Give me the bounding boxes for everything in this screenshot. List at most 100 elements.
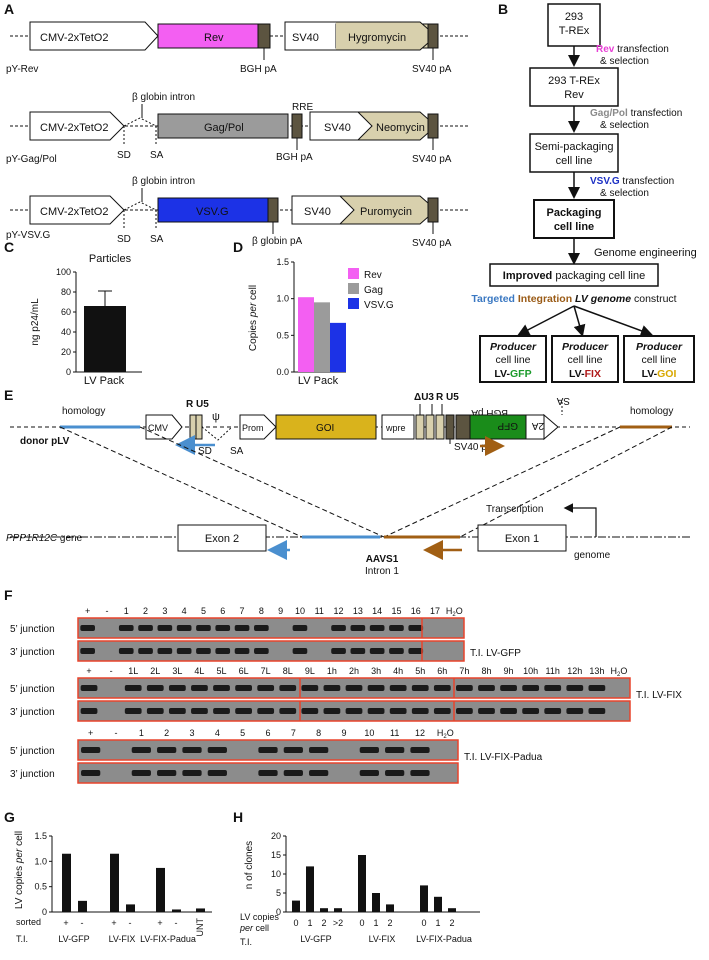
flow-box-text: Improved packaging cell line bbox=[503, 270, 645, 282]
gel-band bbox=[283, 747, 303, 753]
chart-g-lv-copies: LV copies per cell sorted T.I. 00.51.01.… bbox=[14, 831, 212, 944]
gel-band bbox=[350, 625, 366, 631]
sv40-label: SV40 bbox=[292, 32, 319, 44]
lane-label: 1 bbox=[124, 606, 129, 616]
sd-label: SD bbox=[198, 446, 212, 457]
bar bbox=[110, 853, 119, 912]
bar-lv-pack bbox=[84, 306, 126, 372]
construct-label: pY-VSV.G bbox=[6, 230, 51, 241]
panel-letter-f: F bbox=[4, 587, 13, 603]
bar bbox=[372, 893, 380, 912]
lane-label: 11 bbox=[390, 728, 399, 738]
flow-step3: VSV.G transfection bbox=[590, 176, 674, 187]
gel-band bbox=[131, 747, 151, 753]
pa-label: SV40 pA bbox=[412, 238, 452, 249]
chart-title: Particles bbox=[89, 253, 132, 265]
y-tick-label: 1.0 bbox=[276, 294, 289, 304]
lane-label: 17 bbox=[430, 606, 440, 616]
gel-band bbox=[191, 685, 208, 691]
sd-label: SD bbox=[117, 150, 131, 161]
producer-text: Producer bbox=[490, 341, 537, 353]
homology-right: homology bbox=[630, 406, 673, 417]
chart-h-clones: n of clones LV copies per cell T.I. 0510… bbox=[239, 831, 480, 947]
flow-box-improved bbox=[489, 263, 659, 287]
gel-band bbox=[191, 708, 208, 714]
sa-flipped: SA bbox=[556, 395, 570, 406]
x-category-label: LV Pack bbox=[84, 375, 125, 387]
sorted-label: sorted bbox=[16, 917, 41, 927]
bar bbox=[420, 885, 428, 912]
gel-band bbox=[408, 625, 424, 631]
gene-label: PPP1R12C gene bbox=[6, 533, 83, 544]
producer-text: LV-GOI bbox=[642, 368, 677, 380]
gel-band bbox=[522, 685, 540, 691]
panel-letter-c: C bbox=[4, 239, 14, 255]
pa-label: SV40 pA bbox=[412, 64, 452, 75]
lane-label: + bbox=[86, 666, 91, 676]
flow-box-text: T-REx bbox=[559, 25, 590, 37]
flow-box-text: Packaging bbox=[546, 207, 601, 219]
panel-letter-a: A bbox=[4, 1, 14, 17]
bar bbox=[196, 908, 205, 912]
gel-name: T.I. LV-FIX-Padua bbox=[464, 752, 543, 763]
lane-label: H2O bbox=[446, 606, 463, 618]
flow-step-sub: & selection bbox=[600, 188, 649, 199]
gel-band bbox=[176, 625, 192, 631]
panel-letter-g: G bbox=[4, 809, 15, 825]
bar bbox=[434, 896, 442, 912]
category-label: 0 bbox=[421, 918, 426, 928]
panel-letter-e: E bbox=[4, 387, 13, 403]
y-tick-label: 0 bbox=[66, 367, 71, 377]
bar bbox=[358, 855, 366, 912]
lane-label: 9h bbox=[504, 666, 514, 676]
legend-label: Rev bbox=[364, 270, 382, 281]
gel-band bbox=[146, 685, 164, 691]
psi-label: ψ bbox=[212, 411, 220, 423]
lane-label: 9 bbox=[278, 606, 283, 616]
sv40-label: SV40 bbox=[304, 206, 331, 218]
category-label: 1 bbox=[435, 918, 440, 928]
marker-label: Puromycin bbox=[360, 206, 412, 218]
construct-label: pY-Gag/Pol bbox=[6, 154, 57, 165]
category-label: 1 bbox=[307, 918, 312, 928]
gel-band bbox=[118, 648, 134, 654]
homology-left: homology bbox=[62, 406, 105, 417]
gel-band bbox=[80, 648, 95, 654]
pa-label: BGH pA bbox=[240, 64, 277, 75]
producer-box-fix: Producer cell line LV-FIX bbox=[551, 335, 619, 383]
category-label: 0 bbox=[359, 918, 364, 928]
du3-label: ΔU3 bbox=[414, 392, 434, 403]
legend-swatch bbox=[348, 283, 359, 294]
flow-box-text: 293 T-REx bbox=[548, 75, 600, 87]
pa-label: BGH pA bbox=[276, 152, 313, 163]
lane-label: 8L bbox=[283, 666, 293, 676]
group-label: LV-FIX bbox=[369, 934, 396, 944]
gel-band bbox=[522, 708, 540, 714]
gel-band bbox=[157, 625, 173, 631]
lane-label: 5 bbox=[201, 606, 206, 616]
gel-band bbox=[345, 685, 363, 691]
gel-band bbox=[124, 685, 142, 691]
gel-name: T.I. LV-FIX bbox=[636, 690, 682, 701]
y-tick-label: 20 bbox=[271, 831, 281, 841]
producer-text: cell line bbox=[567, 354, 602, 366]
gel-band bbox=[456, 708, 473, 714]
gel-band bbox=[500, 685, 517, 691]
cmv-label: CMV bbox=[148, 423, 168, 433]
lane-label: 11h bbox=[546, 666, 560, 676]
bar bbox=[448, 908, 456, 912]
y-tick-label: 40 bbox=[61, 327, 71, 337]
gel-strip bbox=[77, 617, 465, 639]
gel-band bbox=[168, 708, 186, 714]
producer-text: LV-FIX bbox=[569, 368, 601, 380]
gel-band bbox=[350, 648, 366, 654]
gel-band bbox=[81, 747, 101, 753]
promoter-label: CMV-2xTetO2 bbox=[40, 206, 108, 218]
panel-e-schematic: homology homology CMV R U5 ψ SD SA Prom … bbox=[6, 392, 690, 577]
sa-label: SA bbox=[150, 234, 164, 245]
exon1-label: Exon 1 bbox=[505, 533, 539, 545]
producer-text: cell line bbox=[641, 354, 676, 366]
gel-band bbox=[331, 648, 346, 654]
exon2-label: Exon 2 bbox=[205, 533, 239, 545]
